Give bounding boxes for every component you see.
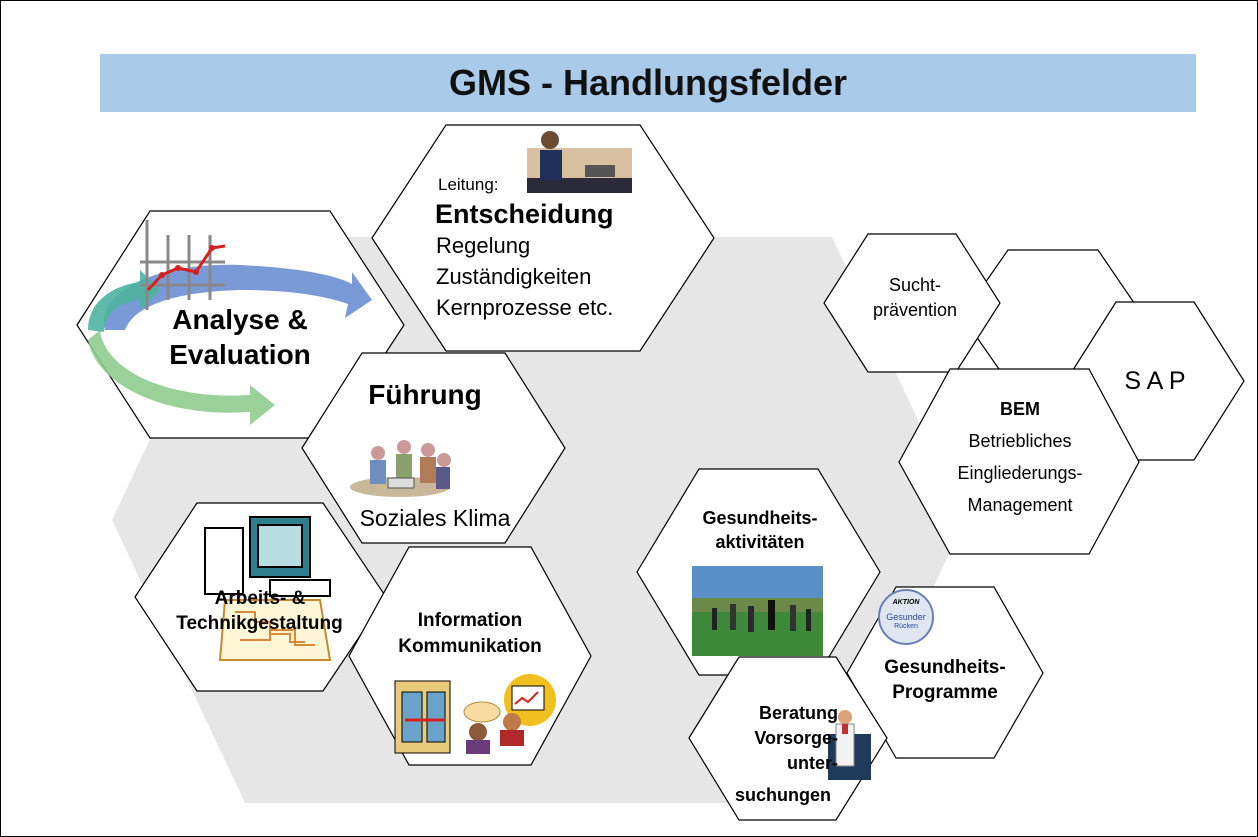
team-meeting-picture xyxy=(350,440,451,497)
running-group-photo xyxy=(692,566,823,656)
information-line-2: Kommunikation xyxy=(398,636,542,657)
doctor-picture xyxy=(828,710,871,780)
beratung-line-2: Vorsorge- xyxy=(754,728,838,748)
bem-heading: BEM xyxy=(1000,399,1040,419)
leitung-line-1: Regelung xyxy=(436,233,531,258)
beratung-line-4: suchungen xyxy=(734,785,831,805)
sucht-line-2: prävention xyxy=(872,300,958,320)
bem-line-3: Management xyxy=(967,495,1073,515)
leitung-prefix: Leitung: xyxy=(438,175,499,194)
title-banner: GMS - Handlungsfelder xyxy=(100,54,1196,112)
badge-bot-text: Rücken xyxy=(894,623,918,630)
badge-mid-text: Gesunder xyxy=(886,612,926,622)
aktivitaeten-line-2: aktivitäten xyxy=(715,532,805,552)
aktion-badge-icon xyxy=(878,589,934,645)
programme-line-1: Gesundheits- xyxy=(884,657,1006,678)
programme-line-2: Programme xyxy=(892,682,998,703)
bem-line-2: Eingliederungs- xyxy=(957,463,1083,483)
hex-bem xyxy=(898,368,1140,555)
arbeit-line-2: Technikgestaltung xyxy=(176,613,343,634)
manager-picture xyxy=(527,131,632,193)
page-title: GMS - Handlungsfelder xyxy=(448,62,848,103)
arbeit-line-1: Arbeits- & xyxy=(214,588,306,609)
leitung-heading: Entscheidung xyxy=(435,199,614,229)
trend-chart-icon xyxy=(140,220,226,310)
fuehrung-sub: Soziales Klima xyxy=(359,505,511,531)
fuehrung-heading: Führung xyxy=(368,379,482,410)
hex-analyse xyxy=(76,210,405,439)
beratung-line-3: unter- xyxy=(787,753,838,773)
analyse-line-1: Analyse & xyxy=(172,304,308,335)
hex-sucht xyxy=(823,233,1001,373)
sap-label: S A P xyxy=(1124,367,1186,395)
analyse-line-2: Evaluation xyxy=(169,339,311,370)
leitung-line-2: Zuständigkeiten xyxy=(436,264,592,289)
information-line-1: Information xyxy=(417,610,523,631)
bem-line-1: Betriebliches xyxy=(968,431,1072,451)
leitung-line-3: Kernprozesse etc. xyxy=(436,295,614,320)
badge-top-text: AKTION xyxy=(892,599,920,606)
workstation-picture xyxy=(204,516,332,661)
sucht-line-1: Sucht- xyxy=(888,275,942,295)
aktivitaeten-line-1: Gesundheits- xyxy=(702,508,818,528)
communication-picture xyxy=(394,674,556,754)
beratung-line-1: Beratung xyxy=(758,703,838,723)
leitung-text: Leitung: xyxy=(438,175,678,196)
